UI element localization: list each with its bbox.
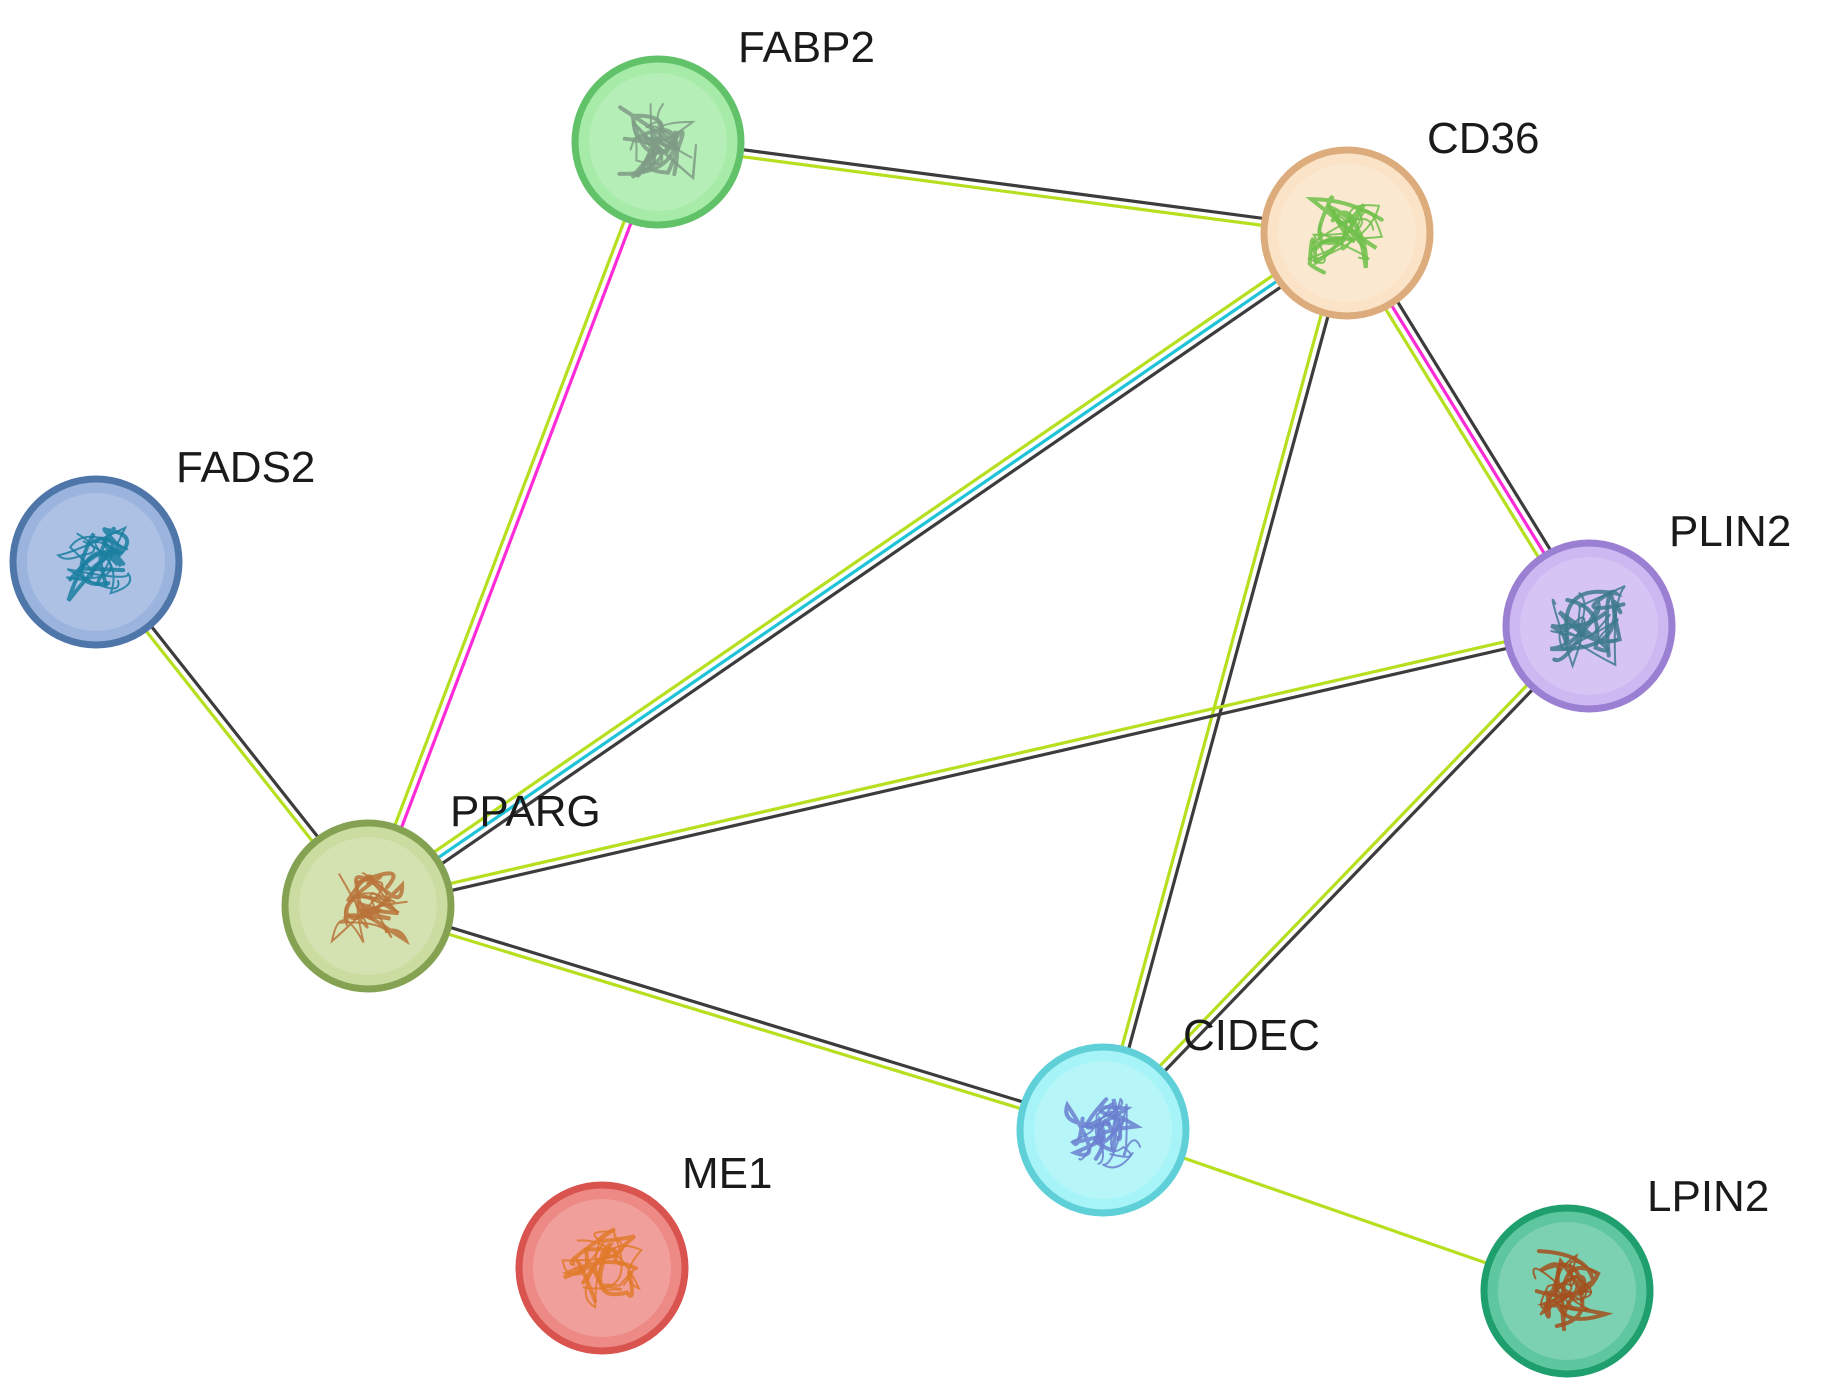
node-label: CIDEC	[1183, 1011, 1320, 1060]
protein-structure-icon	[617, 103, 698, 181]
node-cd36[interactable]: CD36	[1260, 114, 1540, 320]
protein-structure-icon	[56, 525, 132, 602]
node-circle	[9, 475, 183, 649]
edge-fabp2-cd36	[655, 136, 1350, 239]
node-fabp2[interactable]: FABP2	[571, 23, 875, 229]
node-lpin2[interactable]: LPIN2	[1480, 1172, 1769, 1378]
edge-line	[1098, 230, 1346, 1131]
edge-cd36-pparg	[362, 225, 1353, 914]
edge-line	[1098, 621, 1589, 1130]
edge-line	[656, 136, 1350, 232]
edge-line	[370, 237, 1353, 914]
edge-plin2-cidec	[1098, 621, 1594, 1135]
edge-line	[655, 143, 1349, 239]
node-label: ME1	[682, 1149, 772, 1198]
node-label: CD36	[1427, 114, 1540, 163]
protein-structure-icon	[1305, 194, 1384, 275]
node-plin2[interactable]: PLIN2	[1502, 507, 1791, 713]
node-label: PLIN2	[1669, 507, 1791, 556]
edge-line	[367, 627, 1592, 912]
edge-line	[362, 225, 1345, 902]
node-label: PPARG	[450, 787, 601, 836]
edge-line	[366, 231, 1349, 908]
edge-line	[365, 620, 1590, 905]
node-fads2[interactable]: FADS2	[9, 443, 315, 649]
node-label: LPIN2	[1647, 1172, 1769, 1221]
edge-line	[1103, 626, 1594, 1135]
edge-fabp2-pparg	[363, 139, 663, 909]
node-cidec[interactable]: CIDEC	[1016, 1011, 1320, 1217]
edge-line	[1104, 232, 1352, 1133]
edge-line	[363, 139, 657, 907]
edge-line	[367, 901, 1106, 1129]
edge-pparg-plin2	[365, 620, 1592, 912]
node-highlight	[27, 493, 165, 631]
edge-cd36-cidec	[1098, 230, 1352, 1133]
edge-line	[369, 141, 663, 909]
edge-pparg-cidec	[365, 901, 1106, 1135]
protein-structure-icon	[330, 871, 410, 946]
edge-line	[365, 907, 1104, 1135]
node-me1[interactable]: ME1	[515, 1149, 772, 1355]
protein-structure-icon	[1549, 585, 1626, 669]
protein-structure-icon	[1064, 1097, 1143, 1169]
protein-structure-icon	[1532, 1249, 1614, 1332]
node-label: FADS2	[176, 443, 315, 492]
protein-structure-icon	[561, 1227, 644, 1309]
node-pparg[interactable]: PPARG	[281, 787, 601, 993]
node-label: FABP2	[738, 23, 875, 72]
